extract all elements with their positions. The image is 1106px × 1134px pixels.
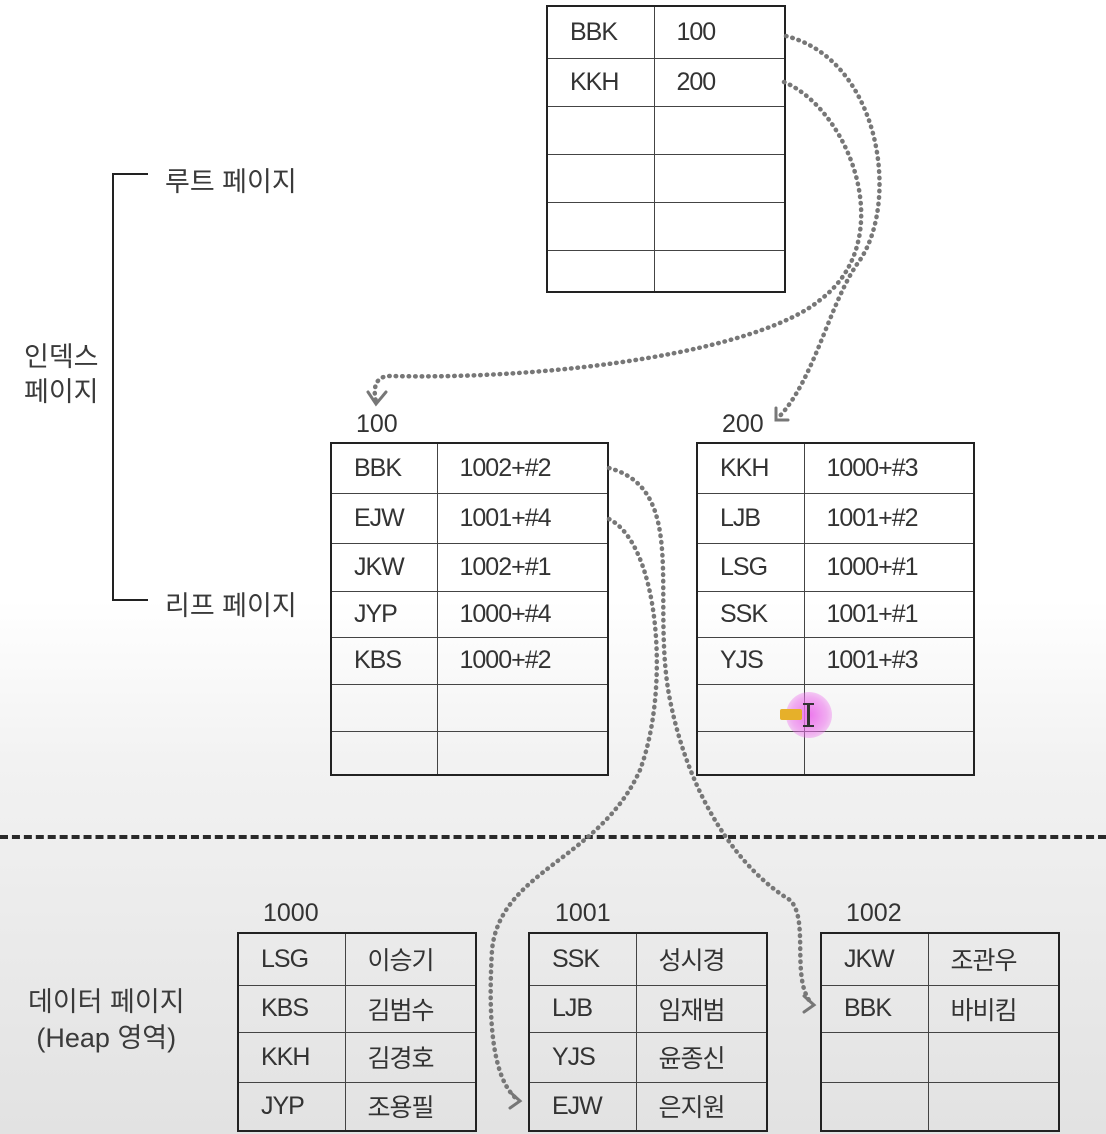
data-page-number: 1000: [263, 899, 319, 927]
leaf-pointer-cell: 1002+#1: [436, 542, 609, 592]
leaf-pointer-cell: 1001+#4: [436, 492, 609, 544]
leaf-page-number: 200: [722, 410, 764, 438]
data-name-cell: 성시경: [635, 932, 768, 986]
root-pointer-cell: [653, 153, 786, 203]
leaf-key-cell: KKH: [696, 442, 805, 494]
data-name-cell: [927, 1081, 1060, 1132]
leaf-key-cell: [330, 683, 438, 732]
root-page-label: 루트 페이지: [165, 167, 297, 197]
root-pointer-cell: [653, 105, 786, 155]
data-key-cell: JYP: [237, 1081, 346, 1132]
arrow-leaf-to-data-1001: [488, 516, 660, 1103]
data-key-cell: KKH: [237, 1031, 346, 1083]
text-cursor-icon: [780, 692, 832, 738]
index-bracket: [112, 173, 148, 601]
root-key-cell: [546, 249, 655, 293]
leaf-key-cell: JYP: [330, 590, 438, 638]
root-pointer-cell: [653, 249, 786, 293]
arrow-leaf-to-data-1002: [606, 465, 815, 1007]
data-page-number: 1002: [846, 899, 902, 927]
leaf-key-cell: YJS: [696, 636, 805, 685]
leaf-key-cell: EJW: [330, 492, 438, 544]
root-pointer-cell: 100: [653, 5, 786, 59]
leaf-pointer-cell: [436, 730, 609, 776]
leaf-key-cell: BBK: [330, 442, 438, 494]
arrowhead-data-1001: [508, 1090, 523, 1110]
data-name-cell: 임재범: [635, 984, 768, 1033]
data-name-cell: 조관우: [927, 932, 1060, 986]
data-name-cell: 김경호: [344, 1031, 477, 1083]
data-key-cell: EJW: [528, 1081, 637, 1132]
data-name-cell: 은지원: [635, 1081, 768, 1132]
ibeam-icon: [803, 703, 814, 727]
arrowhead-leaf-100: [366, 390, 388, 407]
leaf-pointer-cell: 1000+#3: [803, 442, 975, 494]
leaf-page-label: 리프 페이지: [165, 591, 297, 621]
data-key-cell: [820, 1081, 929, 1132]
leaf-pointer-cell: 1000+#2: [436, 636, 609, 685]
heap-separator-line: [0, 835, 1106, 839]
data-key-cell: BBK: [820, 984, 929, 1033]
data-key-cell: JKW: [820, 932, 929, 986]
cursor-badge-icon: [780, 709, 802, 720]
root-key-cell: [546, 201, 655, 251]
leaf-page-number: 100: [356, 410, 398, 438]
arrowhead-leaf-200: [774, 406, 790, 422]
data-name-cell: 바비킴: [927, 984, 1060, 1033]
leaf-pointer-cell: 1001+#1: [803, 590, 975, 638]
arrow-root-to-leaf-200: [775, 33, 882, 421]
index-pages-label-line2: 페이지: [24, 377, 99, 407]
index-pages-label: 인덱스 페이지: [24, 340, 99, 410]
leaf-pointer-cell: [803, 730, 975, 776]
leaf-pointer-cell: [436, 683, 609, 732]
root-key-cell: KKH: [546, 57, 655, 107]
data-page-number: 1001: [555, 899, 611, 927]
data-pages-label-line1: 데이터 페이지: [28, 987, 185, 1017]
leaf-key-cell: [330, 730, 438, 776]
data-name-cell: 이승기: [344, 932, 477, 986]
leaf-pointer-cell: 1001+#2: [803, 492, 975, 544]
leaf-pointer-cell: 1000+#1: [803, 542, 975, 592]
leaf-pointer-cell: [803, 683, 975, 732]
leaf-pointer-cell: 1001+#3: [803, 636, 975, 685]
data-pages-label: 데이터 페이지 (Heap 영역): [28, 984, 185, 1056]
data-name-cell: 조용필: [344, 1081, 477, 1132]
arrow-root-to-leaf-100: [372, 79, 864, 405]
index-pages-label-line1: 인덱스: [24, 342, 99, 372]
leaf-key-cell: LJB: [696, 492, 805, 544]
arrowhead-data-1002: [802, 994, 817, 1014]
data-key-cell: YJS: [528, 1031, 637, 1083]
leaf-pointer-cell: 1002+#2: [436, 442, 609, 494]
data-key-cell: LJB: [528, 984, 637, 1033]
leaf-key-cell: [696, 730, 805, 776]
root-key-cell: BBK: [546, 5, 655, 59]
root-pointer-cell: 200: [653, 57, 786, 107]
data-name-cell: 김범수: [344, 984, 477, 1033]
data-key-cell: KBS: [237, 984, 346, 1033]
leaf-key-cell: JKW: [330, 542, 438, 592]
data-pages-label-line2: (Heap 영역): [36, 1023, 177, 1053]
